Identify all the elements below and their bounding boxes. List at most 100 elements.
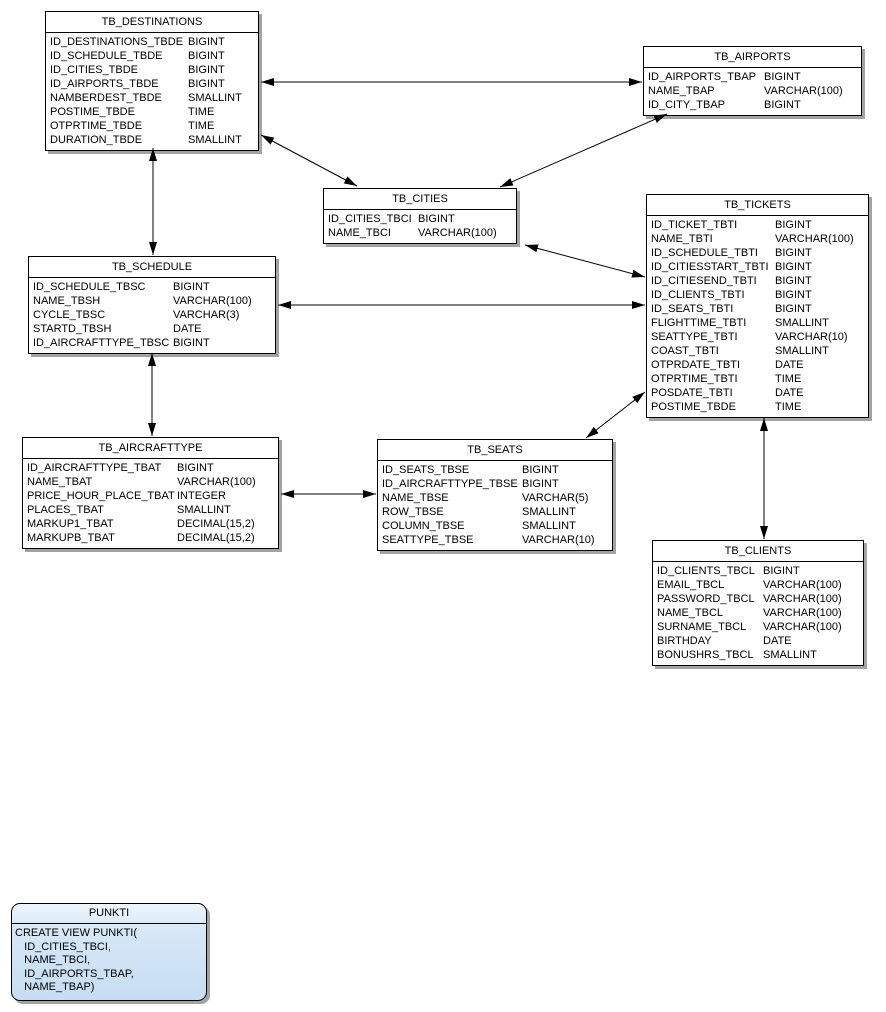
field-row[interactable]: NAME_TBSH VARCHAR(100) [29,294,275,308]
field-row[interactable]: ID_CITIESEND_TBTI BIGINT [647,274,868,288]
field-type: DATE [775,359,804,371]
field-type: BIGINT [764,99,801,111]
field-name: DURATION_TBDE [50,134,143,146]
field-name: COLUMN_TBSE [382,520,465,532]
field-name: ROW_TBSE [382,506,444,518]
field-name: CYCLE_TBSC [33,309,106,321]
field-row[interactable]: ROW_TBSE SMALLINT [378,505,612,519]
entity-title: TB_CITIES [324,189,516,210]
field-name: ID_CITIESSTART_TBTI [651,261,769,273]
field-name: PRICE_HOUR_PLACE_TBAT [27,490,175,502]
connector-tb_destinations-tb_cities[interactable] [260,134,358,187]
field-name: ID_SCHEDULE_TBDE [50,50,163,62]
field-name: NAMBERDEST_TBDE [50,92,162,104]
field-type: VARCHAR(100) [177,476,256,488]
field-type: SMALLINT [775,345,829,357]
field-type: SMALLINT [522,506,576,518]
field-type: BIGINT [775,219,812,231]
field-name: ID_CITIES_TBDE [50,64,139,76]
field-row[interactable]: ID_CITIES_TBDE BIGINT [46,63,258,77]
field-type: BIGINT [763,565,800,577]
entity-title: TB_AIRCRAFTTYPE [23,438,278,459]
field-type: DECIMAL(15,2) [177,532,255,544]
field-name: POSTIME_TBDE [50,106,135,118]
field-type: INTEGER [177,490,226,502]
field-name: NAME_TBSH [33,295,101,307]
field-type: BIGINT [775,275,812,287]
field-type: BIGINT [522,464,559,476]
field-type: BIGINT [522,478,559,490]
entity-title: TB_AIRPORTS [644,47,861,68]
field-type: VARCHAR(100) [173,295,252,307]
field-type: SMALLINT [775,317,829,329]
connector-tb_cities-tb_tickets[interactable] [524,244,646,278]
connector-tb_airports-tb_cities[interactable] [499,113,668,188]
field-type: VARCHAR(100) [763,579,842,591]
connector-tb_seats-tb_tickets[interactable] [585,391,646,439]
field-type: BIGINT [188,64,225,76]
field-name: ID_CITIESEND_TBTI [651,275,757,287]
field-type: SMALLINT [763,649,817,661]
view-note-punkti[interactable]: PUNKTI CREATE VIEW PUNKTI( ID_CITIES_TBC… [11,903,207,1001]
